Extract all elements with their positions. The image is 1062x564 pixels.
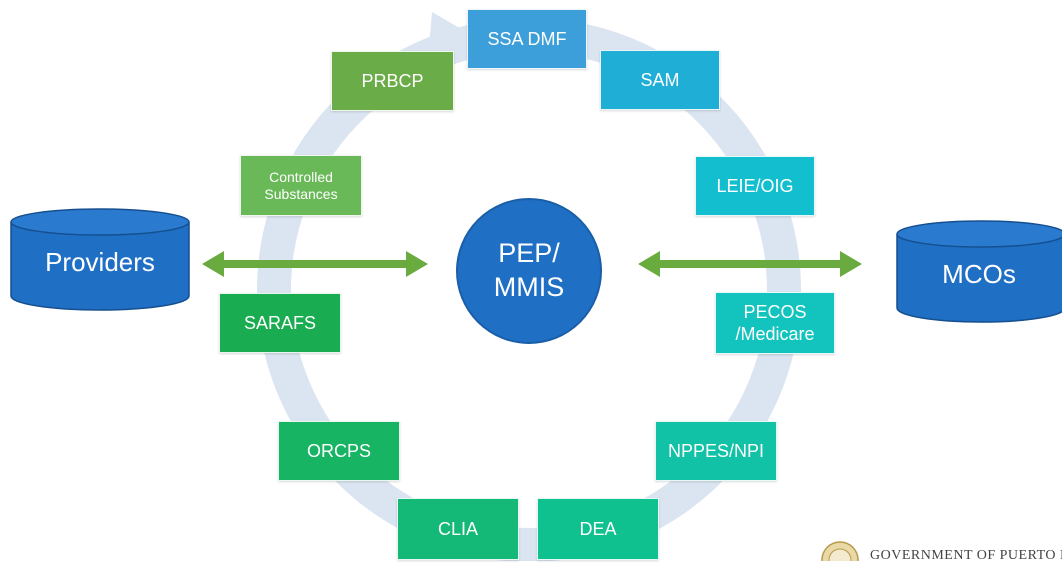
- pep-mmis-hub: PEP/ MMIS: [456, 198, 602, 344]
- mcos-label: MCOs: [942, 258, 1016, 289]
- node-nppes-npi: NPPES/NPI: [655, 421, 777, 481]
- node-leie-oig: LEIE/OIG: [695, 156, 815, 216]
- left-arrow-shaft: [220, 260, 410, 268]
- node-pecos-medicare: PECOS /Medicare: [715, 292, 835, 354]
- node-prbcp: PRBCP: [331, 51, 454, 111]
- node-dea: DEA: [537, 498, 659, 560]
- mcos-database-icon: [896, 220, 1062, 323]
- node-ssa-dmf: SSA DMF: [467, 9, 587, 69]
- government-footer-text: GOVERNMENT OF PUERTO R: [870, 548, 1062, 563]
- node-sam: SAM: [600, 50, 720, 110]
- left-arrow-head-right: [406, 251, 428, 277]
- node-controlled-substances: Controlled Substances: [240, 155, 362, 216]
- node-orcps: ORCPS: [278, 421, 400, 481]
- providers-label: Providers: [45, 246, 155, 277]
- government-seal-icon: [821, 541, 859, 561]
- right-arrow-head-left: [638, 251, 660, 277]
- right-arrow-head-right: [840, 251, 862, 277]
- left-arrow-head-left: [202, 251, 224, 277]
- node-clia: CLIA: [397, 498, 519, 560]
- node-sarafs: SARAFS: [219, 293, 341, 353]
- providers-database-icon: [10, 208, 190, 311]
- right-arrow-shaft: [656, 260, 844, 268]
